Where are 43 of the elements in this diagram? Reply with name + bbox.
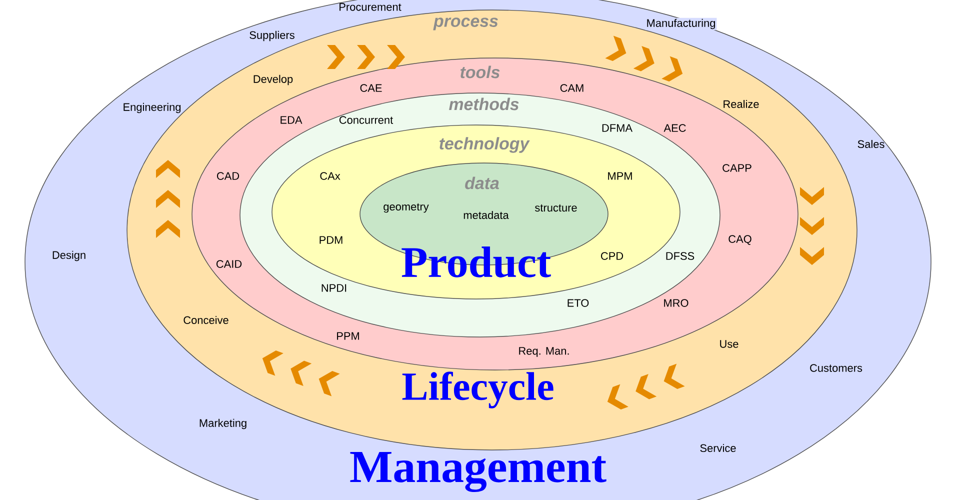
term-label: CAE [360, 84, 382, 92]
term-label: Concurrent [339, 116, 394, 124]
term-label: Design [52, 250, 86, 262]
term-label: CAID [216, 260, 242, 268]
ring-heading: process [433, 18, 498, 30]
term-label: Develop [254, 74, 293, 86]
term-label: DFSS [666, 252, 694, 260]
term-label: Customers [810, 364, 862, 372]
term-label: Marketing [200, 418, 246, 430]
term-label: Suppliers [250, 30, 294, 42]
term-label: Req. Man. [519, 347, 569, 357]
term-label: AEC [664, 124, 686, 132]
term-label: CAD [217, 172, 240, 180]
ring-heading: data [465, 176, 499, 190]
term-label: CAx [320, 172, 340, 180]
term-label: MRO [664, 299, 688, 307]
term-label: structure [535, 204, 577, 212]
ring-title: Lifecycle [402, 372, 554, 408]
term-label: DFMA [602, 124, 632, 132]
term-label: ETO [568, 299, 589, 307]
term-label: metadata [464, 210, 509, 220]
term-label: Manufacturing [645, 18, 717, 30]
term-label: Sales [858, 140, 884, 148]
term-label: NPDI [322, 284, 346, 292]
term-label: geometry [384, 203, 429, 213]
term-label: Use [720, 340, 738, 348]
ring-heading: technology [440, 137, 530, 153]
term-label: Procurement [340, 3, 402, 11]
term-label: PDM [320, 236, 342, 244]
term-label: Conceive [184, 316, 228, 324]
term-label: Service [700, 444, 736, 452]
term-label: PPM [337, 332, 359, 340]
ring-title: Management [350, 452, 606, 492]
term-label: CAM [560, 84, 584, 92]
term-label: Engineering [124, 102, 181, 114]
term-label: Realize [724, 100, 759, 108]
term-label: CAPP [722, 164, 752, 172]
term-label: EDA [280, 116, 302, 124]
term-label: MPM [608, 172, 632, 180]
ring-heading: tools [460, 66, 500, 78]
ring-heading: methods [449, 98, 519, 110]
term-label: CPD [601, 252, 624, 260]
term-label: CAQ [728, 235, 752, 245]
